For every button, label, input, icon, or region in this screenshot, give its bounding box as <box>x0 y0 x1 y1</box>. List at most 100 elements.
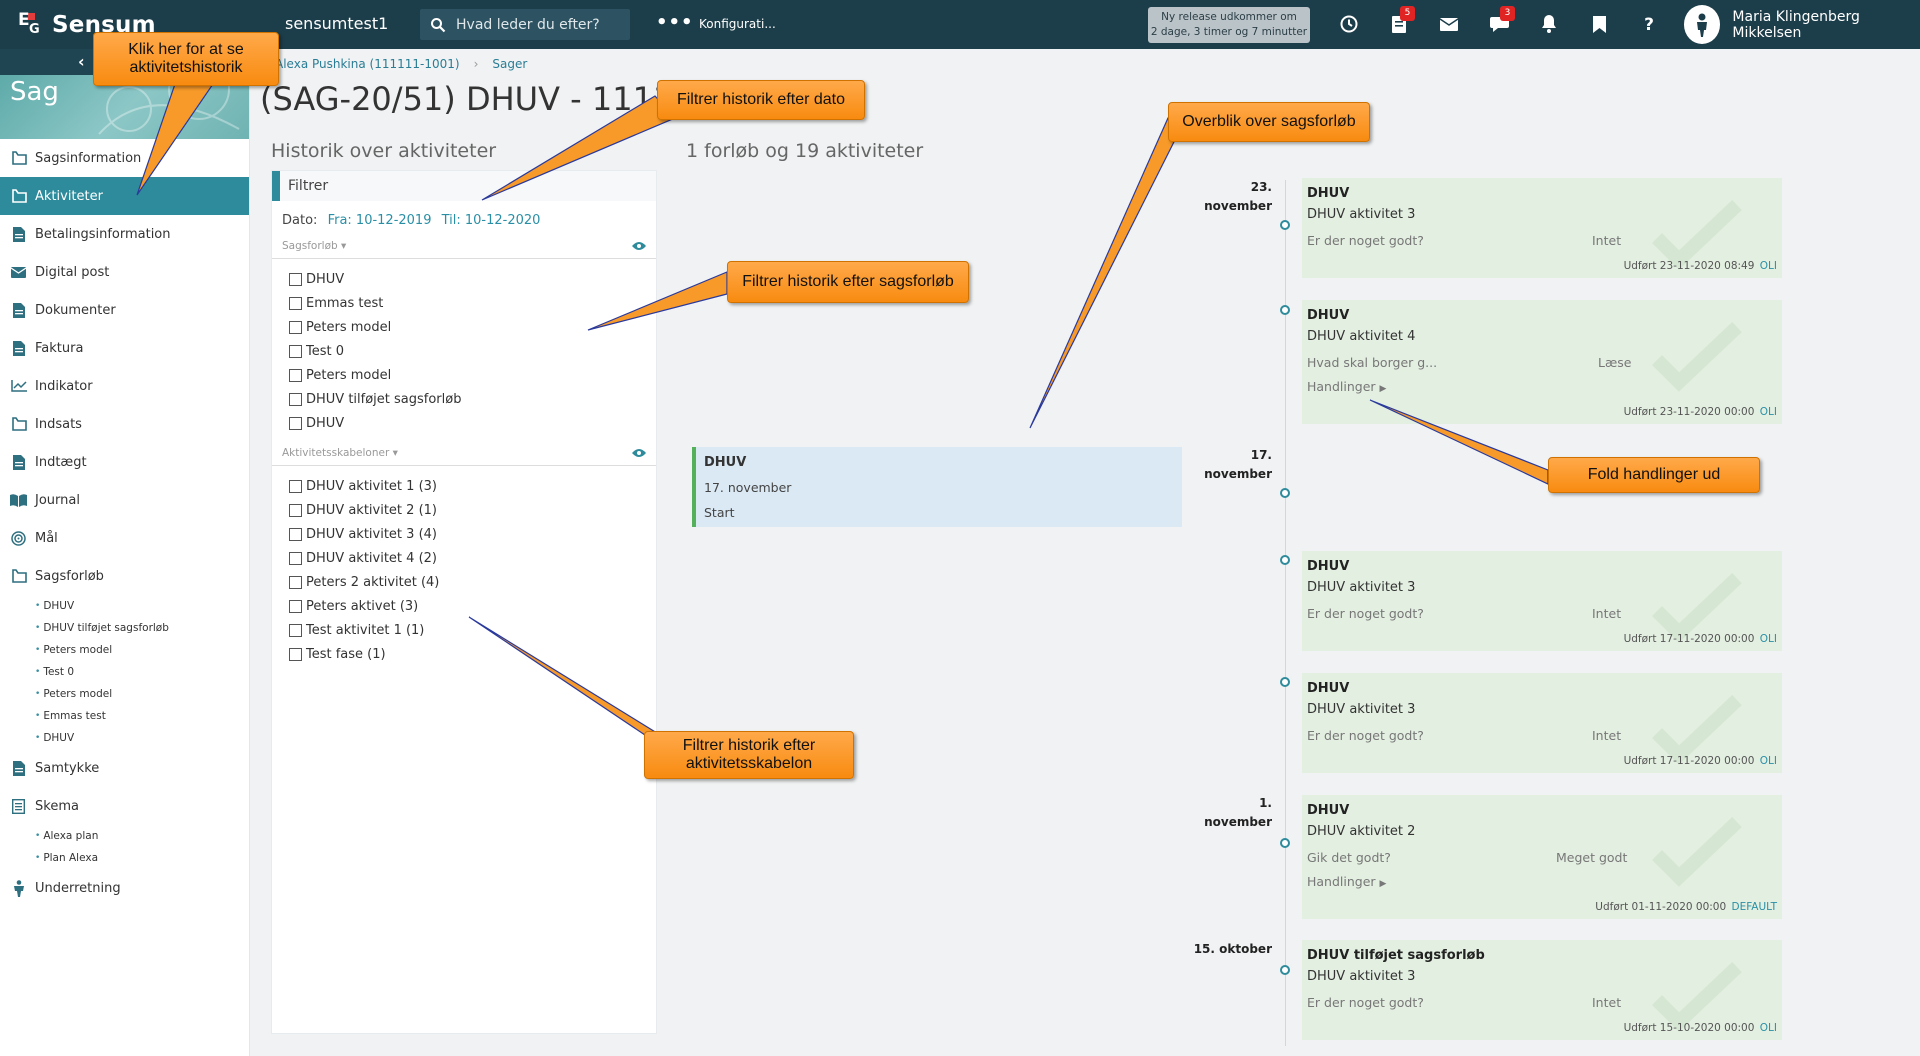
checkbox[interactable] <box>289 392 302 406</box>
activity-user-link[interactable]: DEFAULT <box>1731 901 1777 913</box>
checkbox[interactable] <box>289 416 302 430</box>
date-to-link[interactable]: Til: 10-12-2020 <box>441 213 541 228</box>
more-menu-button[interactable]: ••• <box>656 12 694 33</box>
sidebar-item-dokumenter[interactable]: Dokumenter <box>0 291 249 329</box>
sidebar-item-label: Samtykke <box>35 760 100 776</box>
sidebar-item-aktiviteter[interactable]: Aktiviteter <box>0 177 249 215</box>
filter-checkbox-item[interactable]: Test 0 <box>289 339 656 363</box>
date-from-link[interactable]: Fra: 10-12-2019 <box>327 213 432 228</box>
activity-user-link[interactable]: OLI <box>1759 260 1777 272</box>
search-input[interactable]: Hvad leder du efter? <box>420 9 630 40</box>
sidebar-item-indikator[interactable]: Indikator <box>0 367 249 405</box>
sidebar-item-digital-post[interactable]: Digital post <box>0 253 249 291</box>
sidebar-item-faktura[interactable]: Faktura <box>0 329 249 367</box>
mail-icon[interactable] <box>1438 13 1460 35</box>
expand-actions-button[interactable]: Handlinger ▶ <box>1307 379 1386 394</box>
sidebar-item-indsats[interactable]: Indsats <box>0 405 249 443</box>
filter-checkbox-item[interactable]: Peters 2 aktivitet (4) <box>289 570 656 594</box>
checkbox[interactable] <box>289 320 302 334</box>
bell-icon[interactable] <box>1538 13 1560 35</box>
filter-checkbox-item[interactable]: Test aktivitet 1 (1) <box>289 618 656 642</box>
sidebar-item-betalingsinformation[interactable]: Betalingsinformation <box>0 215 249 253</box>
sagsforloeb-sub-item[interactable]: Emmas test <box>35 705 249 727</box>
sagsforloeb-sub-item[interactable]: Test 0 <box>35 661 249 683</box>
filter-checkbox-item[interactable]: DHUV aktivitet 3 (4) <box>289 522 656 546</box>
timeline-date: 1.november <box>1152 794 1272 832</box>
filter-checkbox-item[interactable]: Peters aktivet (3) <box>289 594 656 618</box>
messages-icon[interactable]: 3 <box>1488 6 1515 35</box>
sidebar-item-skema[interactable]: Skema <box>0 787 249 825</box>
filter-checkbox-item[interactable]: DHUV tilføjet sagsforløb <box>289 387 656 411</box>
skema-sub-item[interactable]: Alexa plan <box>35 825 249 847</box>
filter-checkbox-item[interactable]: DHUV aktivitet 2 (1) <box>289 498 656 522</box>
caret-down-icon: ▾ <box>341 240 347 252</box>
breadcrumb-person[interactable]: Alexa Pushkina (111111-1001) <box>275 57 460 71</box>
checkbox[interactable] <box>289 368 302 382</box>
checkbox[interactable] <box>289 272 302 286</box>
activity-card[interactable]: DHUV tilføjet sagsforløb DHUV aktivitet … <box>1302 940 1782 1040</box>
user-menu[interactable]: Maria Klingenberg Mikkelsen <box>1684 5 1920 44</box>
skema-sub-item[interactable]: Plan Alexa <box>35 847 249 869</box>
sidebar-item-indtaegt[interactable]: Indtægt <box>0 443 249 481</box>
sidebar-item-underretning[interactable]: Underretning <box>0 869 249 907</box>
sagsforloeb-dropdown[interactable]: Sagsforløb ▾ <box>282 240 346 252</box>
breadcrumb-sager[interactable]: Sager <box>492 57 528 71</box>
activity-template: DHUV aktivitet 3 <box>1307 207 1416 222</box>
checkbox[interactable] <box>289 551 302 565</box>
checkbox[interactable] <box>289 503 302 517</box>
filter-checkbox-item[interactable]: Peters model <box>289 315 656 339</box>
sagsforloeb-sub-item[interactable]: DHUV tilføjet sagsforløb <box>35 617 249 639</box>
activity-card[interactable]: DHUV DHUV aktivitet 2 Gik det godt? Mege… <box>1302 795 1782 919</box>
activity-user-link[interactable]: OLI <box>1759 406 1777 418</box>
tenant-name[interactable]: sensumtest1 <box>285 14 389 33</box>
sagsforloeb-sub-item[interactable]: Peters model <box>35 639 249 661</box>
checkbox[interactable] <box>289 575 302 589</box>
filter-checkbox-item[interactable]: Test fase (1) <box>289 642 656 666</box>
configuration-menu[interactable]: Konfigurati... <box>699 17 776 31</box>
checkbox[interactable] <box>289 527 302 541</box>
checkbox[interactable] <box>289 479 302 493</box>
aktivitetsskabeloner-dropdown[interactable]: Aktivitetsskabeloner ▾ <box>282 447 398 459</box>
activity-user-link[interactable]: OLI <box>1759 633 1777 645</box>
filter-checkbox-item[interactable]: Peters model <box>289 363 656 387</box>
sidebar-item-sagsinformation[interactable]: Sagsinformation <box>0 139 249 177</box>
activity-user-link[interactable]: OLI <box>1759 755 1777 767</box>
expand-actions-button[interactable]: Handlinger ▶ <box>1307 874 1386 889</box>
sagsforloeb-sub-item[interactable]: Peters model <box>35 683 249 705</box>
timeline-line <box>1285 180 1286 1046</box>
activity-card[interactable]: DHUV DHUV aktivitet 3 Er der noget godt?… <box>1302 551 1782 651</box>
filter-checkbox-item[interactable]: DHUV <box>289 411 656 435</box>
sagsforloeb-sub-item[interactable]: DHUV <box>35 595 249 617</box>
activity-card[interactable]: DHUV DHUV aktivitet 4 Hvad skal borger g… <box>1302 300 1782 424</box>
sidebar-item-maal[interactable]: Mål <box>0 519 249 557</box>
document-icon <box>10 302 27 319</box>
sidebar-item-sagsforloeb[interactable]: Sagsforløb <box>0 557 249 595</box>
filter-checkbox-item[interactable]: DHUV aktivitet 4 (2) <box>289 546 656 570</box>
bookmark-icon[interactable] <box>1588 13 1610 35</box>
user-name: Maria Klingenberg Mikkelsen <box>1732 8 1860 41</box>
filter-checkbox-item[interactable]: Emmas test <box>289 291 656 315</box>
check-icon <box>1652 695 1742 765</box>
checkbox[interactable] <box>289 344 302 358</box>
eye-icon[interactable] <box>632 241 646 251</box>
callout-filter-template: Filtrer historik efter aktivitetsskabelo… <box>644 731 854 779</box>
checkbox[interactable] <box>289 296 302 310</box>
filter-checkbox-item[interactable]: DHUV aktivitet 1 (3) <box>289 474 656 498</box>
activity-card[interactable]: DHUV DHUV aktivitet 3 Er der noget godt?… <box>1302 178 1782 278</box>
checkbox[interactable] <box>289 647 302 661</box>
activity-title: DHUV <box>1307 559 1350 574</box>
sidebar-item-journal[interactable]: Journal <box>0 481 249 519</box>
activity-user-link[interactable]: OLI <box>1759 1022 1777 1034</box>
activity-card[interactable]: DHUV DHUV aktivitet 3 Er der noget godt?… <box>1302 673 1782 773</box>
breadcrumb-separator-icon: › <box>473 57 479 71</box>
filter-checkbox-item[interactable]: DHUV <box>289 267 656 291</box>
tasks-icon[interactable]: 5 <box>1388 6 1415 35</box>
history-clock-icon[interactable] <box>1338 13 1360 35</box>
sagsforloeb-sub-item[interactable]: DHUV <box>35 727 249 749</box>
eye-icon[interactable] <box>632 448 646 458</box>
checkbox[interactable] <box>289 623 302 637</box>
checkbox[interactable] <box>289 599 302 613</box>
help-icon[interactable]: ? <box>1638 13 1660 35</box>
sidebar-item-samtykke[interactable]: Samtykke <box>0 749 249 787</box>
course-start-card[interactable]: DHUV 17. november Start <box>692 447 1182 527</box>
